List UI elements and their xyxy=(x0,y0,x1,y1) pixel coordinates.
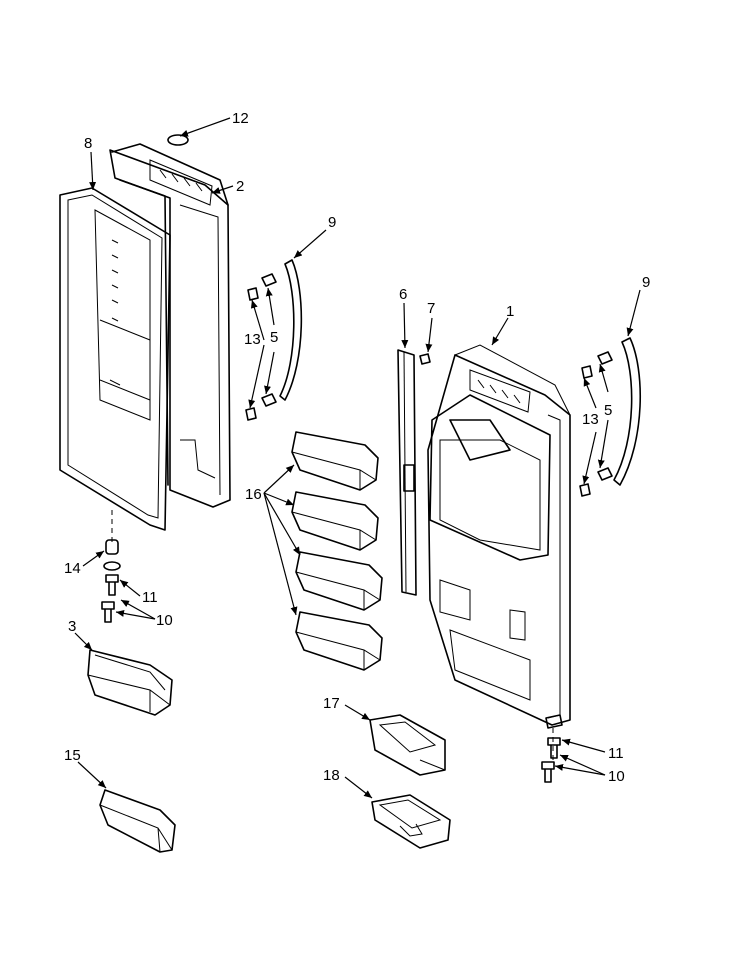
callout-2: 2 xyxy=(236,178,244,195)
callout-5-left: 5 xyxy=(270,329,278,346)
callout-9-right: 9 xyxy=(642,274,650,291)
callout-3: 3 xyxy=(68,618,76,635)
callout-10-left: 10 xyxy=(156,612,173,629)
callout-7: 7 xyxy=(427,300,435,317)
dispenser-18 xyxy=(371,794,451,849)
door-bins-16 xyxy=(291,431,383,671)
callout-10-right: 10 xyxy=(608,768,625,785)
callout-17: 17 xyxy=(323,695,340,712)
callout-13-left: 13 xyxy=(244,331,261,348)
cap-12 xyxy=(167,134,189,146)
door-bin-15 xyxy=(99,789,176,853)
left-handle xyxy=(245,259,303,421)
right-handle xyxy=(579,337,642,497)
callout-8: 8 xyxy=(84,135,92,152)
callout-11-right: 11 xyxy=(608,745,624,762)
right-door xyxy=(427,344,571,726)
callout-labels: 12 8 2 9 13 5 6 7 1 9 13 5 16 14 11 10 3… xyxy=(64,110,650,785)
callout-15: 15 xyxy=(64,747,81,764)
callout-9-left: 9 xyxy=(328,214,336,231)
callout-11-left: 11 xyxy=(142,589,158,606)
left-door xyxy=(109,143,231,508)
hinge-strip-6 xyxy=(397,349,431,596)
callout-5-right: 5 xyxy=(604,402,612,419)
door-gasket xyxy=(59,187,171,531)
dispenser-17 xyxy=(369,714,446,776)
callout-13-right: 13 xyxy=(582,411,599,428)
right-hinge-parts xyxy=(541,714,563,783)
callout-6: 6 xyxy=(399,286,407,303)
door-bin-3 xyxy=(87,649,173,716)
callout-18: 18 xyxy=(323,767,340,784)
left-hinge-parts xyxy=(101,510,121,623)
callout-16: 16 xyxy=(245,486,262,503)
callout-14: 14 xyxy=(64,560,81,577)
callout-1: 1 xyxy=(506,303,514,320)
leader-lines xyxy=(74,117,641,799)
callout-12: 12 xyxy=(232,110,249,127)
left-door-liner xyxy=(94,209,151,421)
